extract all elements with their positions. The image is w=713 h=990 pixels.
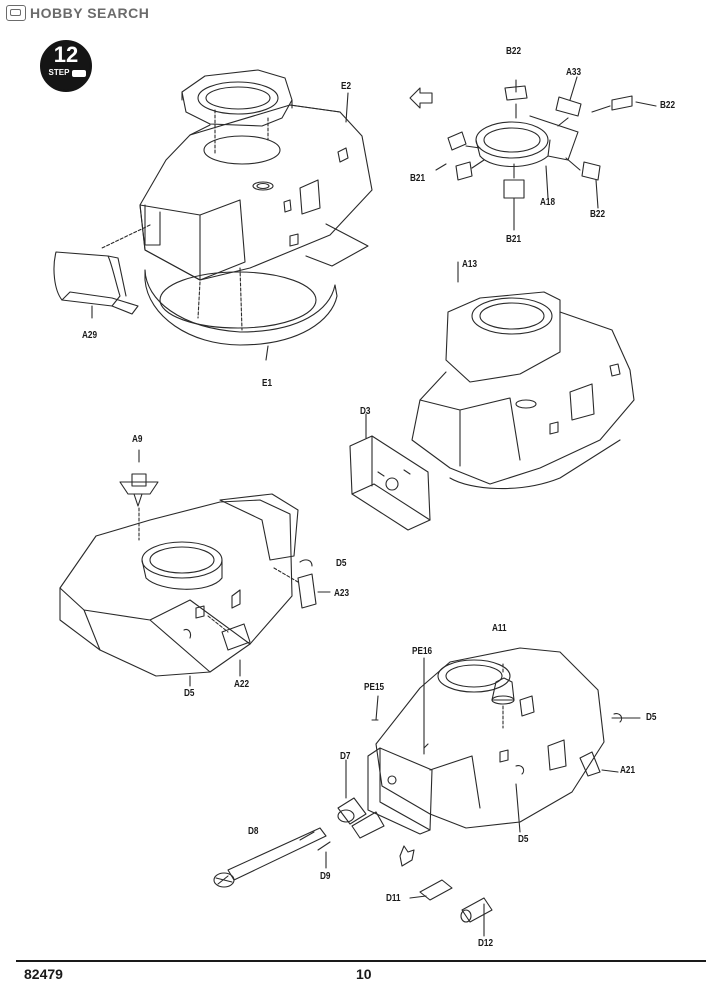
tank-icon (72, 70, 86, 77)
part-label-d5-mid: D5 (336, 558, 347, 569)
part-label-d8: D8 (248, 826, 259, 837)
part-label-d5-right: D5 (646, 712, 657, 723)
turret-side-assembly (59, 449, 331, 687)
part-label-d5-bottom: D5 (518, 834, 529, 845)
part-label-a13: A13 (462, 259, 478, 270)
part-label-a9: A9 (132, 434, 143, 445)
page-number: 10 (356, 966, 372, 982)
watermark-text: HOBBY SEARCH (30, 5, 150, 21)
step-circle (40, 40, 92, 92)
part-label-d11: D11 (386, 893, 401, 904)
part-label-a22: A22 (234, 679, 250, 690)
part-label-e1: E1 (262, 378, 273, 389)
part-label-b22-bottom: B22 (590, 209, 606, 220)
part-label-pe16: PE16 (412, 646, 433, 657)
kit-number: 82479 (24, 966, 63, 982)
turret-gun-assembly (213, 647, 641, 937)
hobbysearch-logo-icon (6, 5, 26, 21)
part-label-b22-top: B22 (506, 46, 522, 57)
part-label-pe15: PE15 (364, 682, 385, 693)
part-label-d5-left: D5 (184, 688, 195, 699)
part-label-d12: D12 (478, 938, 494, 949)
part-label-d9: D9 (320, 871, 331, 882)
step-word: STEP (48, 68, 70, 77)
cupola-ring-assembly (409, 76, 657, 231)
part-label-d3: D3 (360, 406, 371, 417)
part-label-a18: A18 (540, 197, 556, 208)
step-badge: 12 STEP (40, 40, 92, 92)
part-label-b21-left: B21 (410, 173, 426, 184)
part-label-a23: A23 (334, 588, 350, 599)
part-label-a33: A33 (566, 67, 582, 78)
step-number: 12 (53, 42, 79, 67)
part-label-a11: A11 (492, 623, 507, 634)
footer-rule (16, 960, 706, 962)
part-label-a21: A21 (620, 765, 636, 776)
turret-front-assembly (349, 261, 635, 531)
part-label-a29: A29 (82, 330, 98, 341)
part-label-e2: E2 (341, 81, 352, 92)
part-label-b21-bottom: B21 (506, 234, 522, 245)
part-label-d7: D7 (340, 751, 351, 762)
part-label-b22-right: B22 (660, 100, 676, 111)
watermark: HOBBY SEARCH (6, 4, 149, 22)
turret-exploded-assembly (53, 69, 373, 361)
